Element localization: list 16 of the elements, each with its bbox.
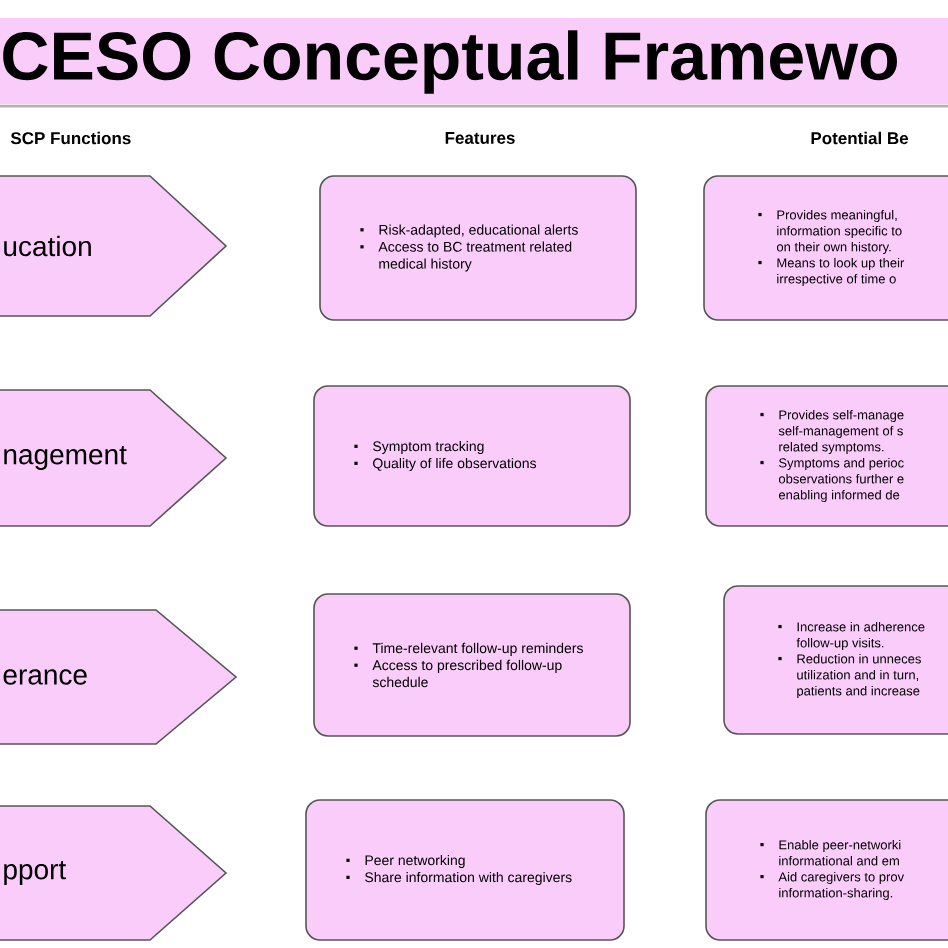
column-heading: Potential Be xyxy=(811,131,909,145)
rounded-box xyxy=(705,385,948,527)
pentagon-box: pport xyxy=(0,805,228,941)
column-heading: Features xyxy=(445,132,515,144)
rounded-box xyxy=(313,385,631,527)
rounded-box xyxy=(313,593,631,737)
rounded-box xyxy=(319,175,637,321)
rounded-box xyxy=(305,799,625,941)
rounded-box xyxy=(723,585,948,735)
pentagon-box: ucation xyxy=(0,175,228,317)
rounded-box xyxy=(703,175,948,321)
rounded-box xyxy=(705,799,948,941)
column-heading: SCP Functions xyxy=(10,131,131,145)
title-banner: CESO Conceptual Framewo xyxy=(0,18,948,104)
pentagon-box: erance xyxy=(0,609,238,745)
pentagon-box: nagement xyxy=(0,389,228,527)
